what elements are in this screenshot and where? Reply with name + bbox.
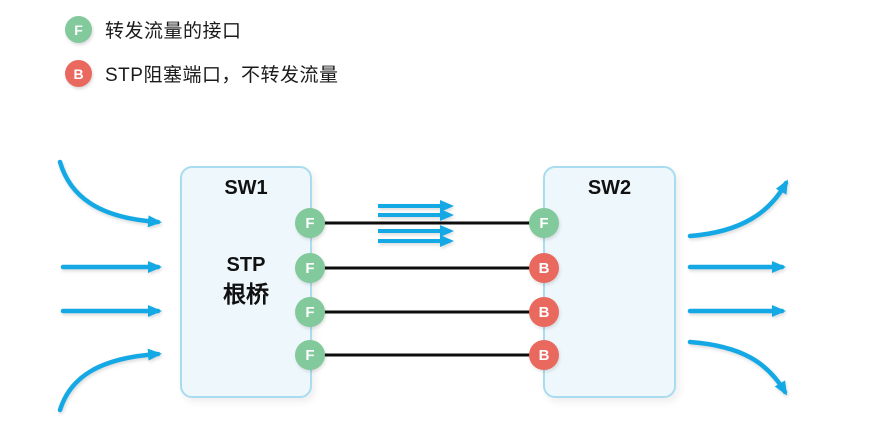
outgoing-arrow-bottom-curve bbox=[687, 339, 788, 396]
incoming-arrow-bottom-curve bbox=[57, 348, 162, 413]
root-bridge-label-line1: STP bbox=[226, 254, 266, 276]
sw1-port-3-forwarding: F bbox=[295, 297, 325, 327]
root-bridge-label: STP 根桥 bbox=[182, 252, 310, 310]
switch-sw2-title: SW2 bbox=[587, 177, 632, 199]
legend-forwarding-label: 转发流量的接口 bbox=[105, 21, 242, 42]
sw2-port-2-blocking: B bbox=[529, 253, 559, 283]
switch-sw1-title: SW1 bbox=[224, 177, 268, 199]
incoming-arrow-top-curve bbox=[57, 159, 162, 228]
switch-sw1-box: SW1 STP 根桥 bbox=[180, 166, 312, 398]
link-lines bbox=[310, 221, 545, 357]
switch-sw2-box: SW2 bbox=[543, 166, 676, 398]
sw2-port-3-blocking: B bbox=[529, 297, 559, 327]
sw1-port-1-forwarding: F bbox=[295, 208, 325, 238]
outgoing-traffic-arrows bbox=[687, 179, 789, 396]
legend-item-blocking: B STP阻塞端口，不转发流量 bbox=[65, 60, 338, 87]
outgoing-arrow-top-curve bbox=[687, 179, 789, 239]
sw1-port-4-forwarding: F bbox=[295, 340, 325, 370]
sw2-port-4-blocking: B bbox=[529, 340, 559, 370]
incoming-traffic-arrows bbox=[57, 159, 162, 413]
blocking-port-icon: B bbox=[65, 60, 92, 87]
forwarding-port-icon: F bbox=[65, 16, 92, 43]
legend-blocking-label: STP阻塞端口，不转发流量 bbox=[105, 65, 339, 86]
sw1-port-2-forwarding: F bbox=[295, 253, 325, 283]
traffic-flow-arrows bbox=[378, 200, 454, 247]
legend-item-forwarding: F 转发流量的接口 bbox=[65, 16, 242, 43]
sw2-port-1-forwarding: F bbox=[529, 208, 559, 238]
root-bridge-label-line2: 根桥 bbox=[223, 281, 269, 307]
